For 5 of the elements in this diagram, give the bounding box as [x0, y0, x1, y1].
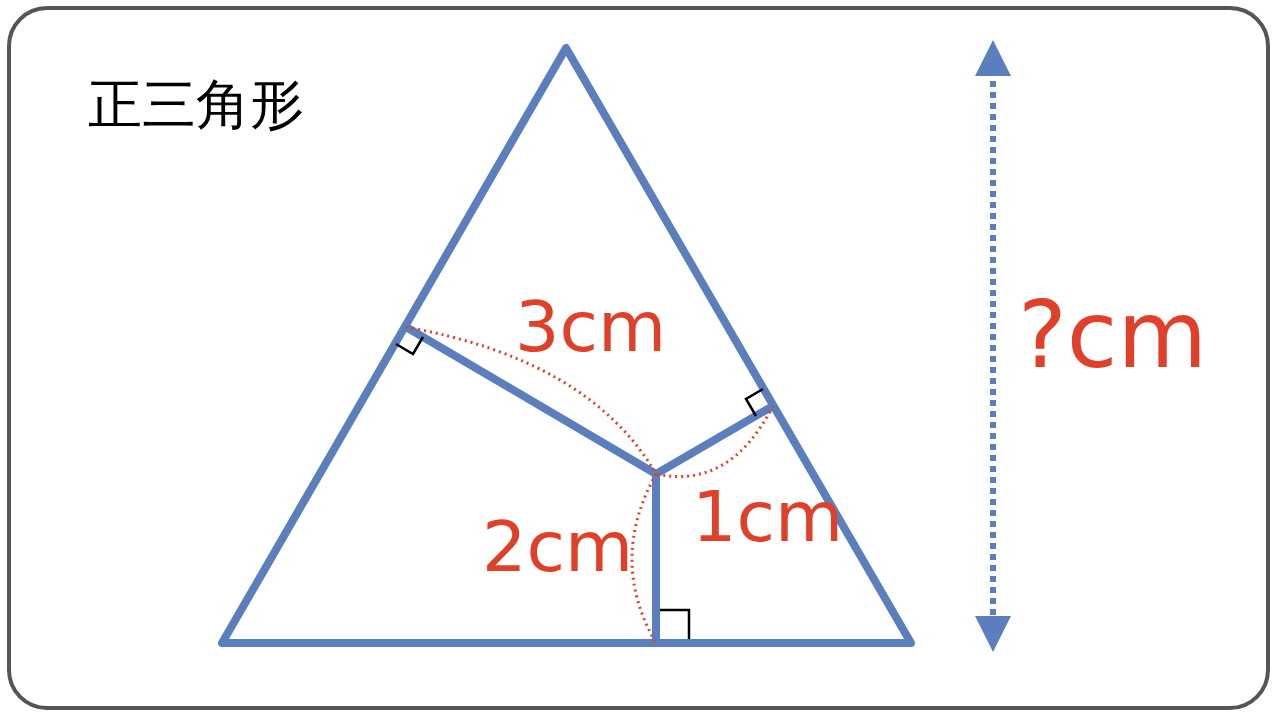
measurement-label: 1cm: [692, 482, 844, 552]
measurement-label: 3cm: [515, 292, 667, 362]
title: 正三角形: [88, 78, 304, 132]
measurement-label: ?cm: [1018, 290, 1208, 382]
measurement-label: 2cm: [482, 512, 634, 582]
